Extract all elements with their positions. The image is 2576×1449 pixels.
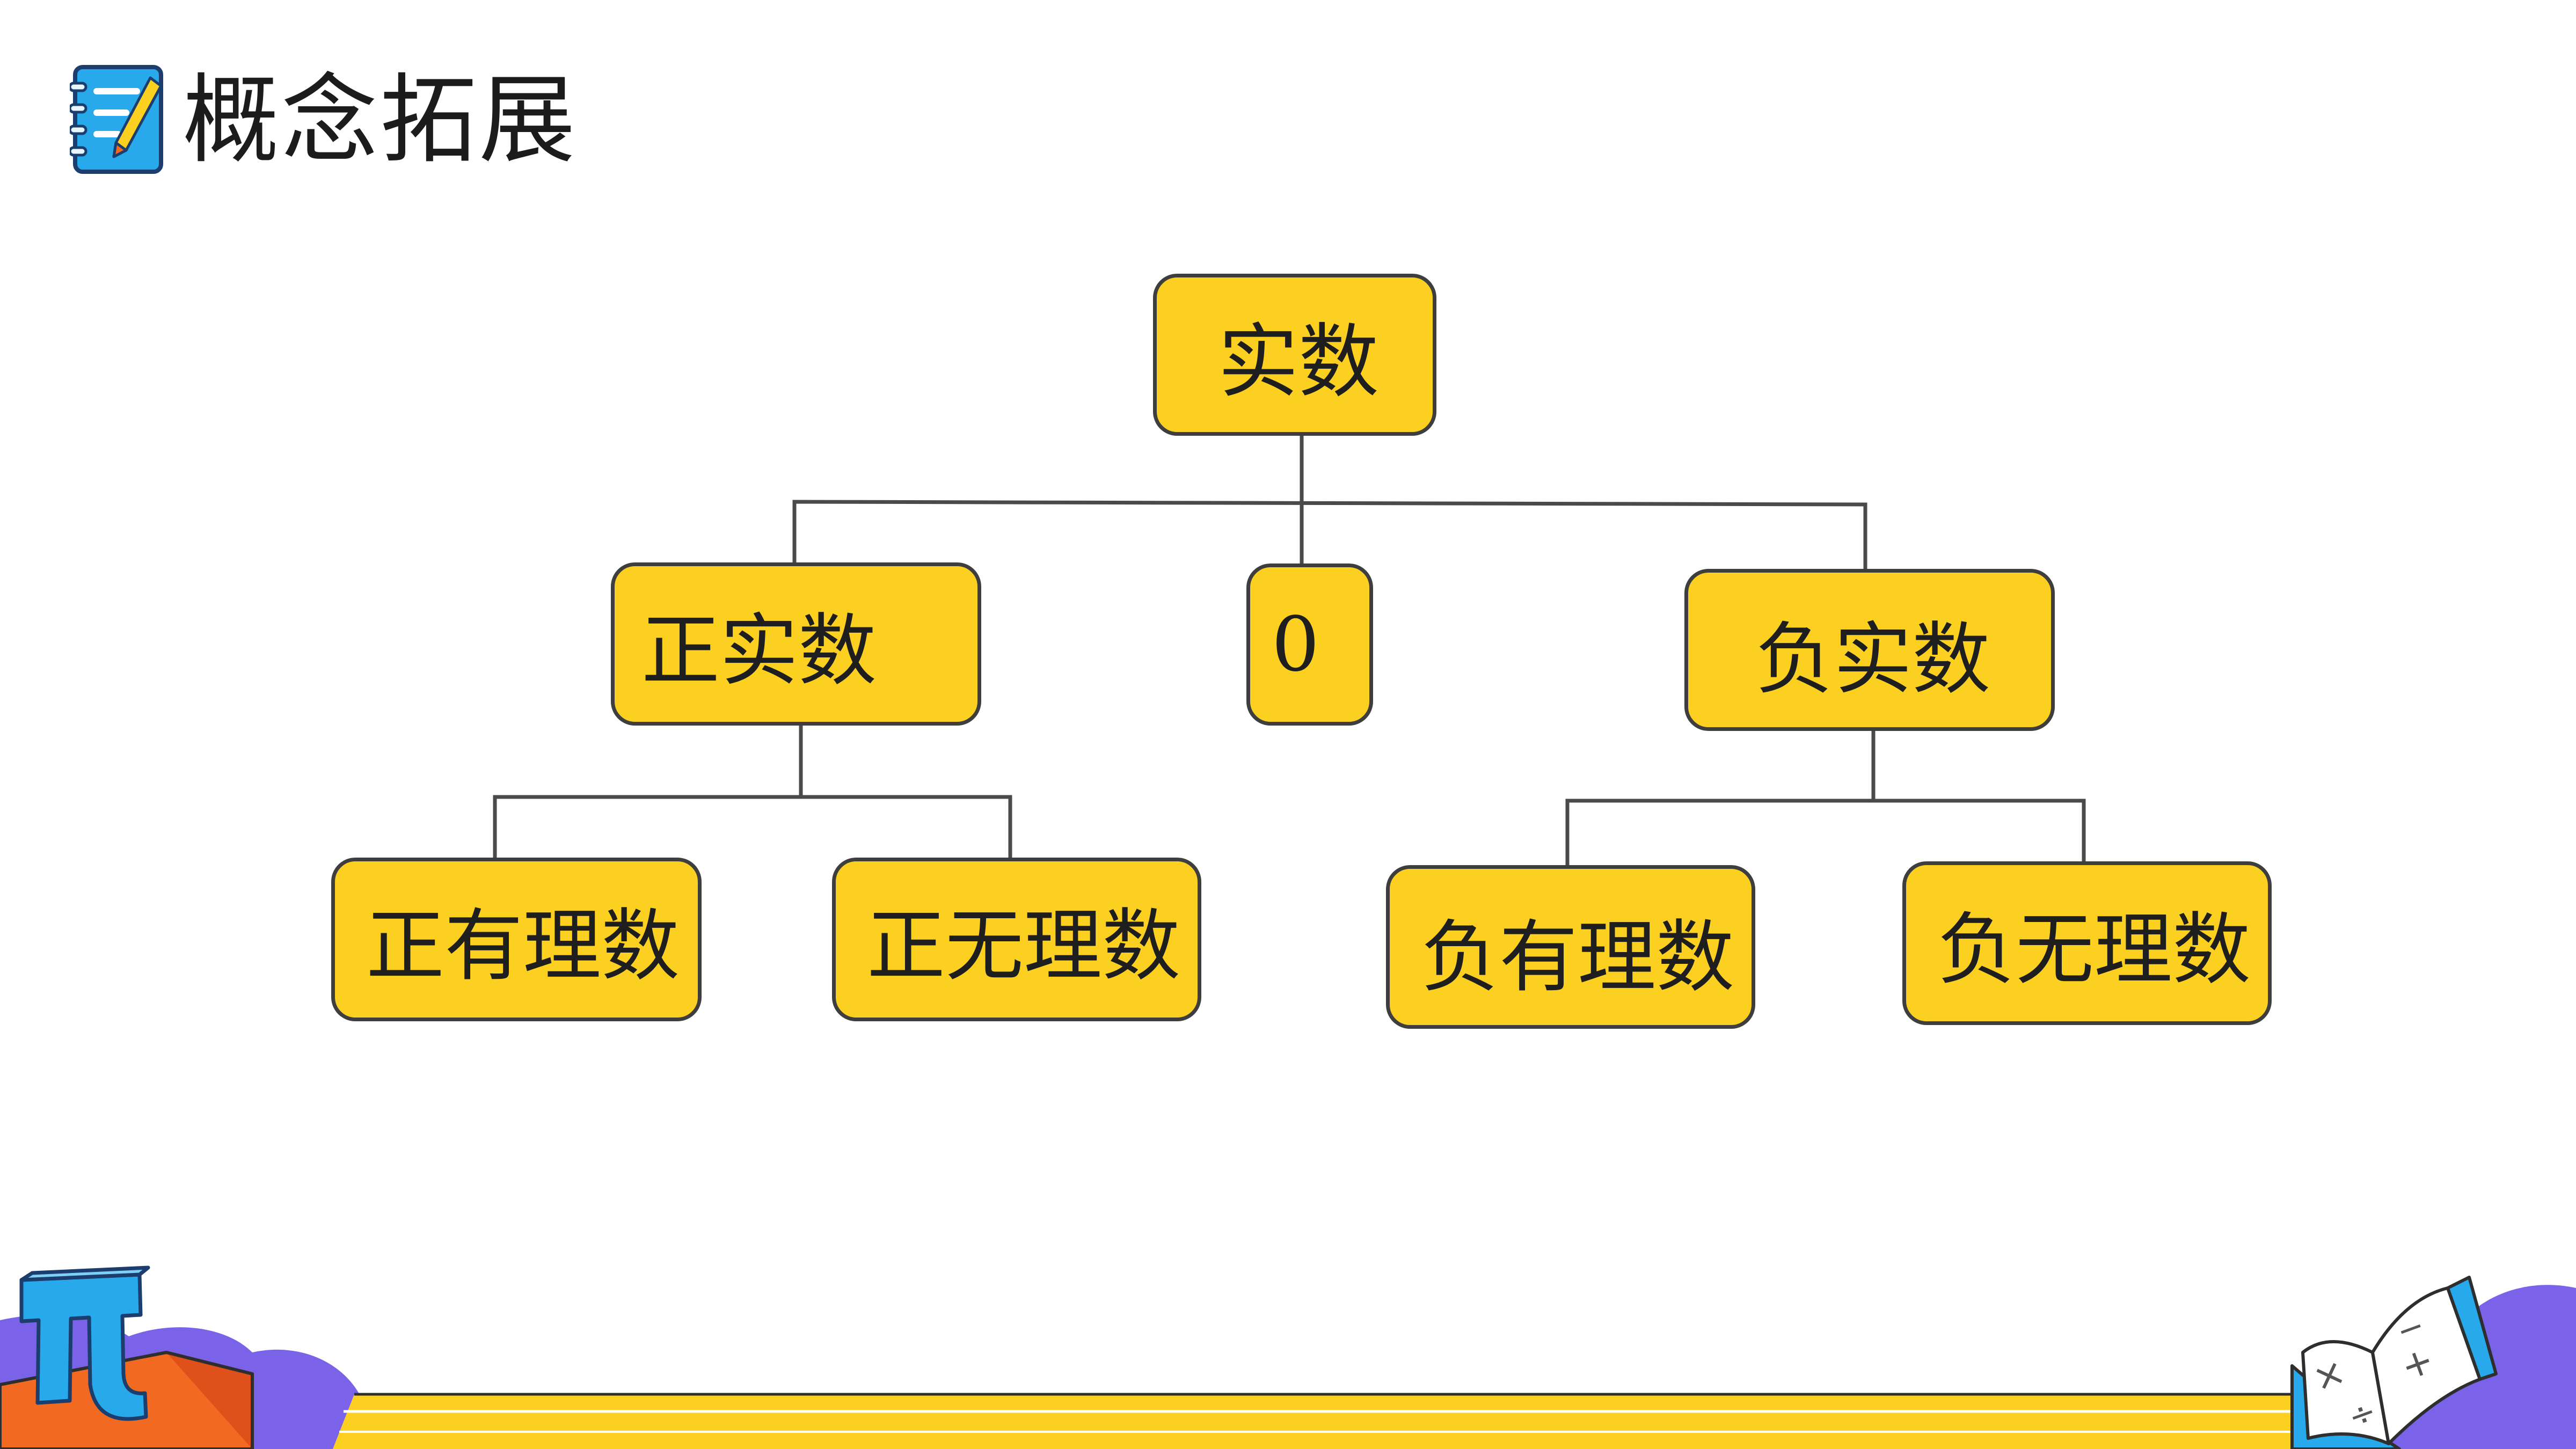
node-negative-real: 负实数 xyxy=(1684,569,2055,731)
connector-level1-bar xyxy=(792,500,1867,570)
node-positive-rational: 正有理数 xyxy=(331,858,702,1021)
node-positive-real: 正实数 xyxy=(611,562,981,726)
notebook-pencil-icon xyxy=(70,65,163,174)
node-negative-rational: 负有理数 xyxy=(1386,865,1755,1029)
node-zero-label: 0 xyxy=(1272,601,1320,689)
node-negative-irrational-label: 负无理数 xyxy=(1937,904,2251,996)
node-positive-irrational: 正无理数 xyxy=(832,858,1201,1021)
node-negative-irrational: 负无理数 xyxy=(1902,861,2272,1025)
page-title: 概念拓展 xyxy=(183,64,578,177)
node-negative-real-label: 负实数 xyxy=(1755,613,1990,705)
node-real-numbers: 实数 xyxy=(1153,274,1436,436)
header xyxy=(70,59,166,177)
node-positive-real-label: 正实数 xyxy=(641,605,877,697)
node-zero: 0 xyxy=(1246,564,1373,726)
node-positive-rational-label: 正有理数 xyxy=(366,901,680,992)
open-math-book-icon: × ÷ − + xyxy=(2290,1276,2498,1449)
connector-negative-bar xyxy=(1565,799,2086,867)
connector-positive-bar xyxy=(493,795,1012,859)
node-positive-irrational-label: 正无理数 xyxy=(867,901,1180,992)
node-real-numbers-label: 实数 xyxy=(1218,315,1380,409)
pi-symbol-icon xyxy=(19,1265,150,1421)
yellow-stripe-band xyxy=(333,1394,2319,1449)
node-negative-rational-label: 负有理数 xyxy=(1421,912,1734,1003)
